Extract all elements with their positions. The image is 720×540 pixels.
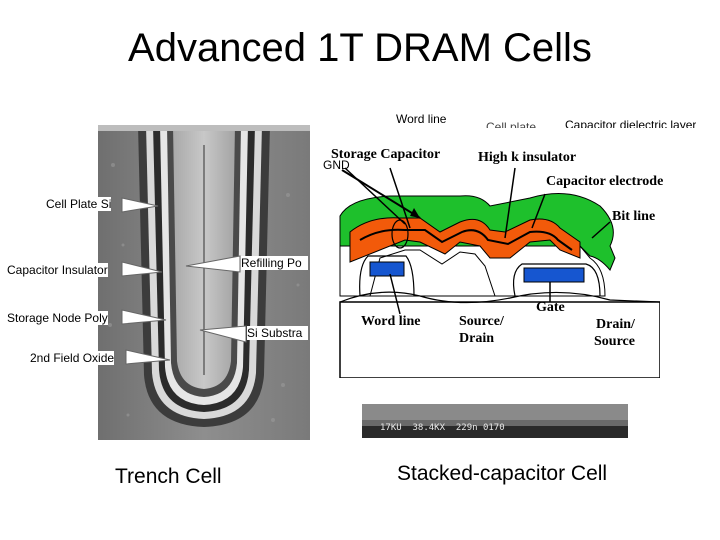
stacked-caption: Stacked-capacitor Cell [397, 462, 607, 486]
sem-micro-text: 17KU 38.4KX 229n 0170 [380, 423, 505, 433]
